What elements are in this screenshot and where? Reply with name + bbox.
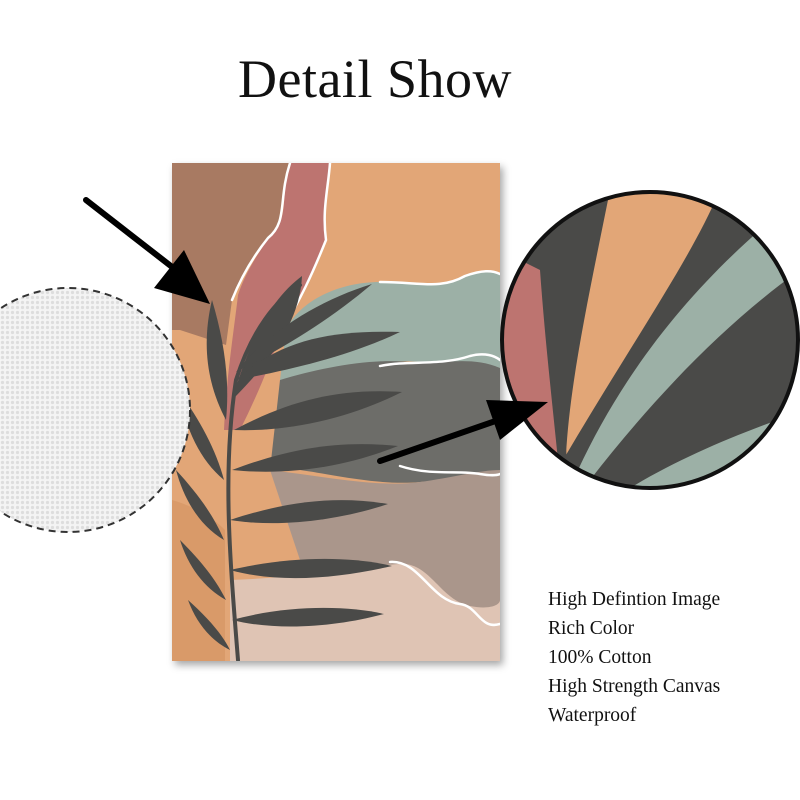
poster-outlines (230, 163, 500, 627)
arrow-right-down-icon (83, 197, 210, 304)
feature-item: Waterproof (548, 705, 637, 726)
leaf-illustration (176, 276, 402, 661)
feature-item: Rich Color (548, 618, 635, 639)
peach-lower-left (172, 500, 225, 661)
arrow-right-up-icon (377, 400, 548, 464)
feature-item: 100% Cotton (548, 647, 652, 668)
poster (172, 163, 500, 661)
page-title: Detail Show (238, 49, 512, 109)
canvas-texture-circle (0, 287, 191, 533)
feature-item: High Strength Canvas (548, 676, 721, 697)
feature-list: High Defintion Image Rich Color 100% Cot… (548, 588, 720, 733)
zoom-circle (500, 190, 800, 490)
feature-item: High Defintion Image (548, 589, 721, 610)
